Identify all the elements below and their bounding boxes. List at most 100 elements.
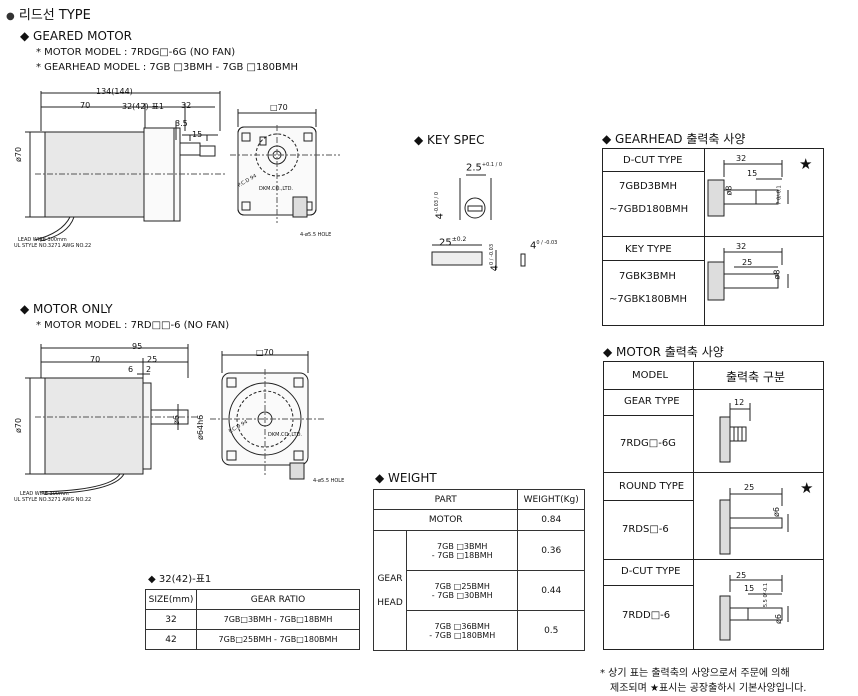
gearhead-key-type-label: KEY TYPE xyxy=(625,244,672,255)
weight-motor-label: MOTOR xyxy=(372,509,519,531)
key-spec-title: ◆ KEY SPEC xyxy=(414,133,485,147)
mo-dim-square70: □70 xyxy=(256,348,274,357)
dim-shaft-length: 32 xyxy=(181,101,192,110)
ms-gear-dim: 12 xyxy=(734,398,745,407)
gearhead-shaft-table: D-CUT TYPE 7GBD3BMH ~7GBD180BMH KEY TYPE… xyxy=(602,148,824,326)
key-dim-4c: 40 / -0.03 xyxy=(530,240,558,252)
gh-key-32: 32 xyxy=(736,242,747,251)
gearhead-dcut-model2: ~7GBD180BMH xyxy=(609,204,689,215)
motor-only-side-drawing xyxy=(25,344,200,495)
ms-round-dim: 25 xyxy=(744,483,755,492)
mo-dim-dia70: ø70 xyxy=(14,417,23,433)
mo-mount-hole-label: 4-ø5.5 HOLE xyxy=(313,478,345,484)
ms-gear-model: 7RDG□-6G xyxy=(620,438,676,449)
gear-ratio-table: SIZE(mm) GEAR RATIO 32 7GB□3BMH - 7GB□18… xyxy=(145,589,360,650)
geared-motor-side-drawing xyxy=(25,91,225,242)
weight-row3-part: 7GB □36BMH- 7GB □180BMH xyxy=(405,610,519,651)
ms-default-star-icon: ★ xyxy=(800,479,814,497)
key-spec-drawing xyxy=(431,174,526,270)
table1-header-ratio: GEAR RATIO xyxy=(196,589,360,610)
motor-only-model: * MOTOR MODEL : 7RD□□-6 (NO FAN) xyxy=(36,320,230,331)
footnote-line2: 제조되며 ★표시는 공장출하시 기본사양입니다. xyxy=(610,683,807,694)
key-dim-2-5: 2.5+0.1 / 0 xyxy=(466,162,503,174)
weight-row2-value: 0.44 xyxy=(517,570,585,611)
key-dim-4a: 4-0.03 / 0 xyxy=(434,191,446,220)
motor-shaft-title: ◆ MOTOR 출력축 사양 xyxy=(603,345,724,359)
bullet-icon: ● xyxy=(6,11,15,22)
gearhead-key-model2: ~7GBK180BMH xyxy=(609,294,688,305)
ms-dcut-drawing xyxy=(719,575,789,641)
mo-dim-dia6: ø6 xyxy=(172,415,181,425)
ms-gear-drawing xyxy=(719,403,751,463)
geared-motor-title: ◆ GEARED MOTOR xyxy=(20,29,133,43)
geared-gearhead-model: * GEARHEAD MODEL : 7GB □3BMH - 7GB □180B… xyxy=(36,62,299,73)
dim-motor-length: 70 xyxy=(80,101,91,110)
gh-dcut-dia: ø8 xyxy=(724,185,734,196)
ms-dcut-type-label: D-CUT TYPE xyxy=(621,566,681,577)
ul-style-label: UL STYLE NO.3271 AWG NO.22 xyxy=(14,243,92,249)
mo-dim-25: 25 xyxy=(147,355,158,364)
gearhead-dcut-model1: 7GBD3BMH xyxy=(619,181,678,192)
weight-header-weight: WEIGHT(Kg) xyxy=(517,489,585,510)
weight-row1-value: 0.36 xyxy=(517,530,585,571)
motor-only-front-drawing xyxy=(210,351,325,480)
gh-key-dia: ø8 xyxy=(772,269,782,280)
ms-header-model: MODEL xyxy=(632,370,669,381)
weight-row2-part: 7GB □25BMH- 7GB □30BMH xyxy=(405,570,519,611)
gh-dcut-7: 7 0/-0.1 xyxy=(776,185,783,205)
mo-dim-95: 95 xyxy=(132,342,143,351)
key-dim-25: 25±0.2 xyxy=(439,236,467,249)
mo-ul-style-label: UL STYLE NO.3271 AWG NO.22 xyxy=(14,497,92,503)
dim-square70: □70 xyxy=(270,103,288,112)
geared-motor-front-drawing xyxy=(230,109,340,223)
gh-dcut-32: 32 xyxy=(736,154,747,163)
dim-dia70: ø70 xyxy=(14,146,23,162)
table1-row1-ratio: 7GB□3BMH - 7GB□18BMH xyxy=(196,609,360,630)
gh-key-25: 25 xyxy=(742,258,753,267)
motor-shaft-table: MODEL 출력축 구분 GEAR TYPE 7RDG□-6G ROUND TY… xyxy=(603,361,824,650)
mo-dim-6: 6 xyxy=(128,365,134,374)
weight-title: ◆ WEIGHT xyxy=(375,471,437,485)
ms-dcut-25: 25 xyxy=(736,571,747,580)
table1-title: ◆ 32(42)-표1 xyxy=(148,574,212,585)
mount-hole-label: 4-ø5.5 HOLE xyxy=(300,232,332,238)
table1-row2-size: 42 xyxy=(145,629,197,650)
ms-dcut-dia: ø6 xyxy=(774,614,783,624)
dim-3-5: 3.5 xyxy=(175,119,188,128)
weight-row3-value: 0.5 xyxy=(517,610,585,651)
dim-15: 15 xyxy=(192,130,203,139)
ms-gear-type-label: GEAR TYPE xyxy=(624,396,680,407)
mo-lead-wire-label: LEAD WIRE 300mm xyxy=(20,491,69,497)
table1-row2-ratio: 7GB□25BMH - 7GB□180BMH xyxy=(196,629,360,650)
ms-dcut-15: 15 xyxy=(744,584,755,593)
ms-header-shaft: 출력축 구분 xyxy=(726,370,786,384)
motor-only-title: ◆ MOTOR ONLY xyxy=(20,302,113,316)
table1-header-size: SIZE(mm) xyxy=(145,589,197,610)
gearhead-shaft-title: ◆ GEARHEAD 출력축 사양 xyxy=(602,132,746,146)
page-title: 리드선 TYPE xyxy=(18,8,91,23)
ms-round-drawing xyxy=(719,488,789,555)
ms-round-model: 7RDS□-6 xyxy=(622,524,669,535)
default-star-icon: ★ xyxy=(799,155,813,173)
dim-total-length: 134(144) xyxy=(96,87,133,96)
ms-dcut-5-5: 5.5 0/-0.1 xyxy=(763,582,770,608)
mo-dim-70: 70 xyxy=(90,355,101,364)
dim-gearhead-length: 32(42)-표1 xyxy=(122,102,164,111)
page-title-row: ● 리드선 TYPE xyxy=(6,4,91,23)
mo-motor-logo: DKM.CO.,LTD. xyxy=(268,432,303,438)
ms-round-dia: ø6 xyxy=(772,507,781,517)
weight-motor-value: 0.84 xyxy=(517,509,585,531)
motor-logo: DKM.CO.,LTD. xyxy=(259,186,294,192)
weight-row1-part: 7GB □3BMH- 7GB □18BMH xyxy=(405,530,519,571)
ms-round-type-label: ROUND TYPE xyxy=(619,481,685,492)
gearhead-key-drawing xyxy=(707,248,789,301)
mo-dim-dia64: ø64h6 xyxy=(196,414,205,440)
weight-header-part: PART xyxy=(372,489,519,510)
key-dim-4b: 40 / -0.03 xyxy=(489,243,501,272)
mo-dim-2: 2 xyxy=(146,365,152,374)
gearhead-dcut-drawing xyxy=(707,160,789,217)
gh-dcut-15: 15 xyxy=(747,169,758,178)
lead-wire-label: LEAD WIRE 300mm xyxy=(18,237,67,243)
